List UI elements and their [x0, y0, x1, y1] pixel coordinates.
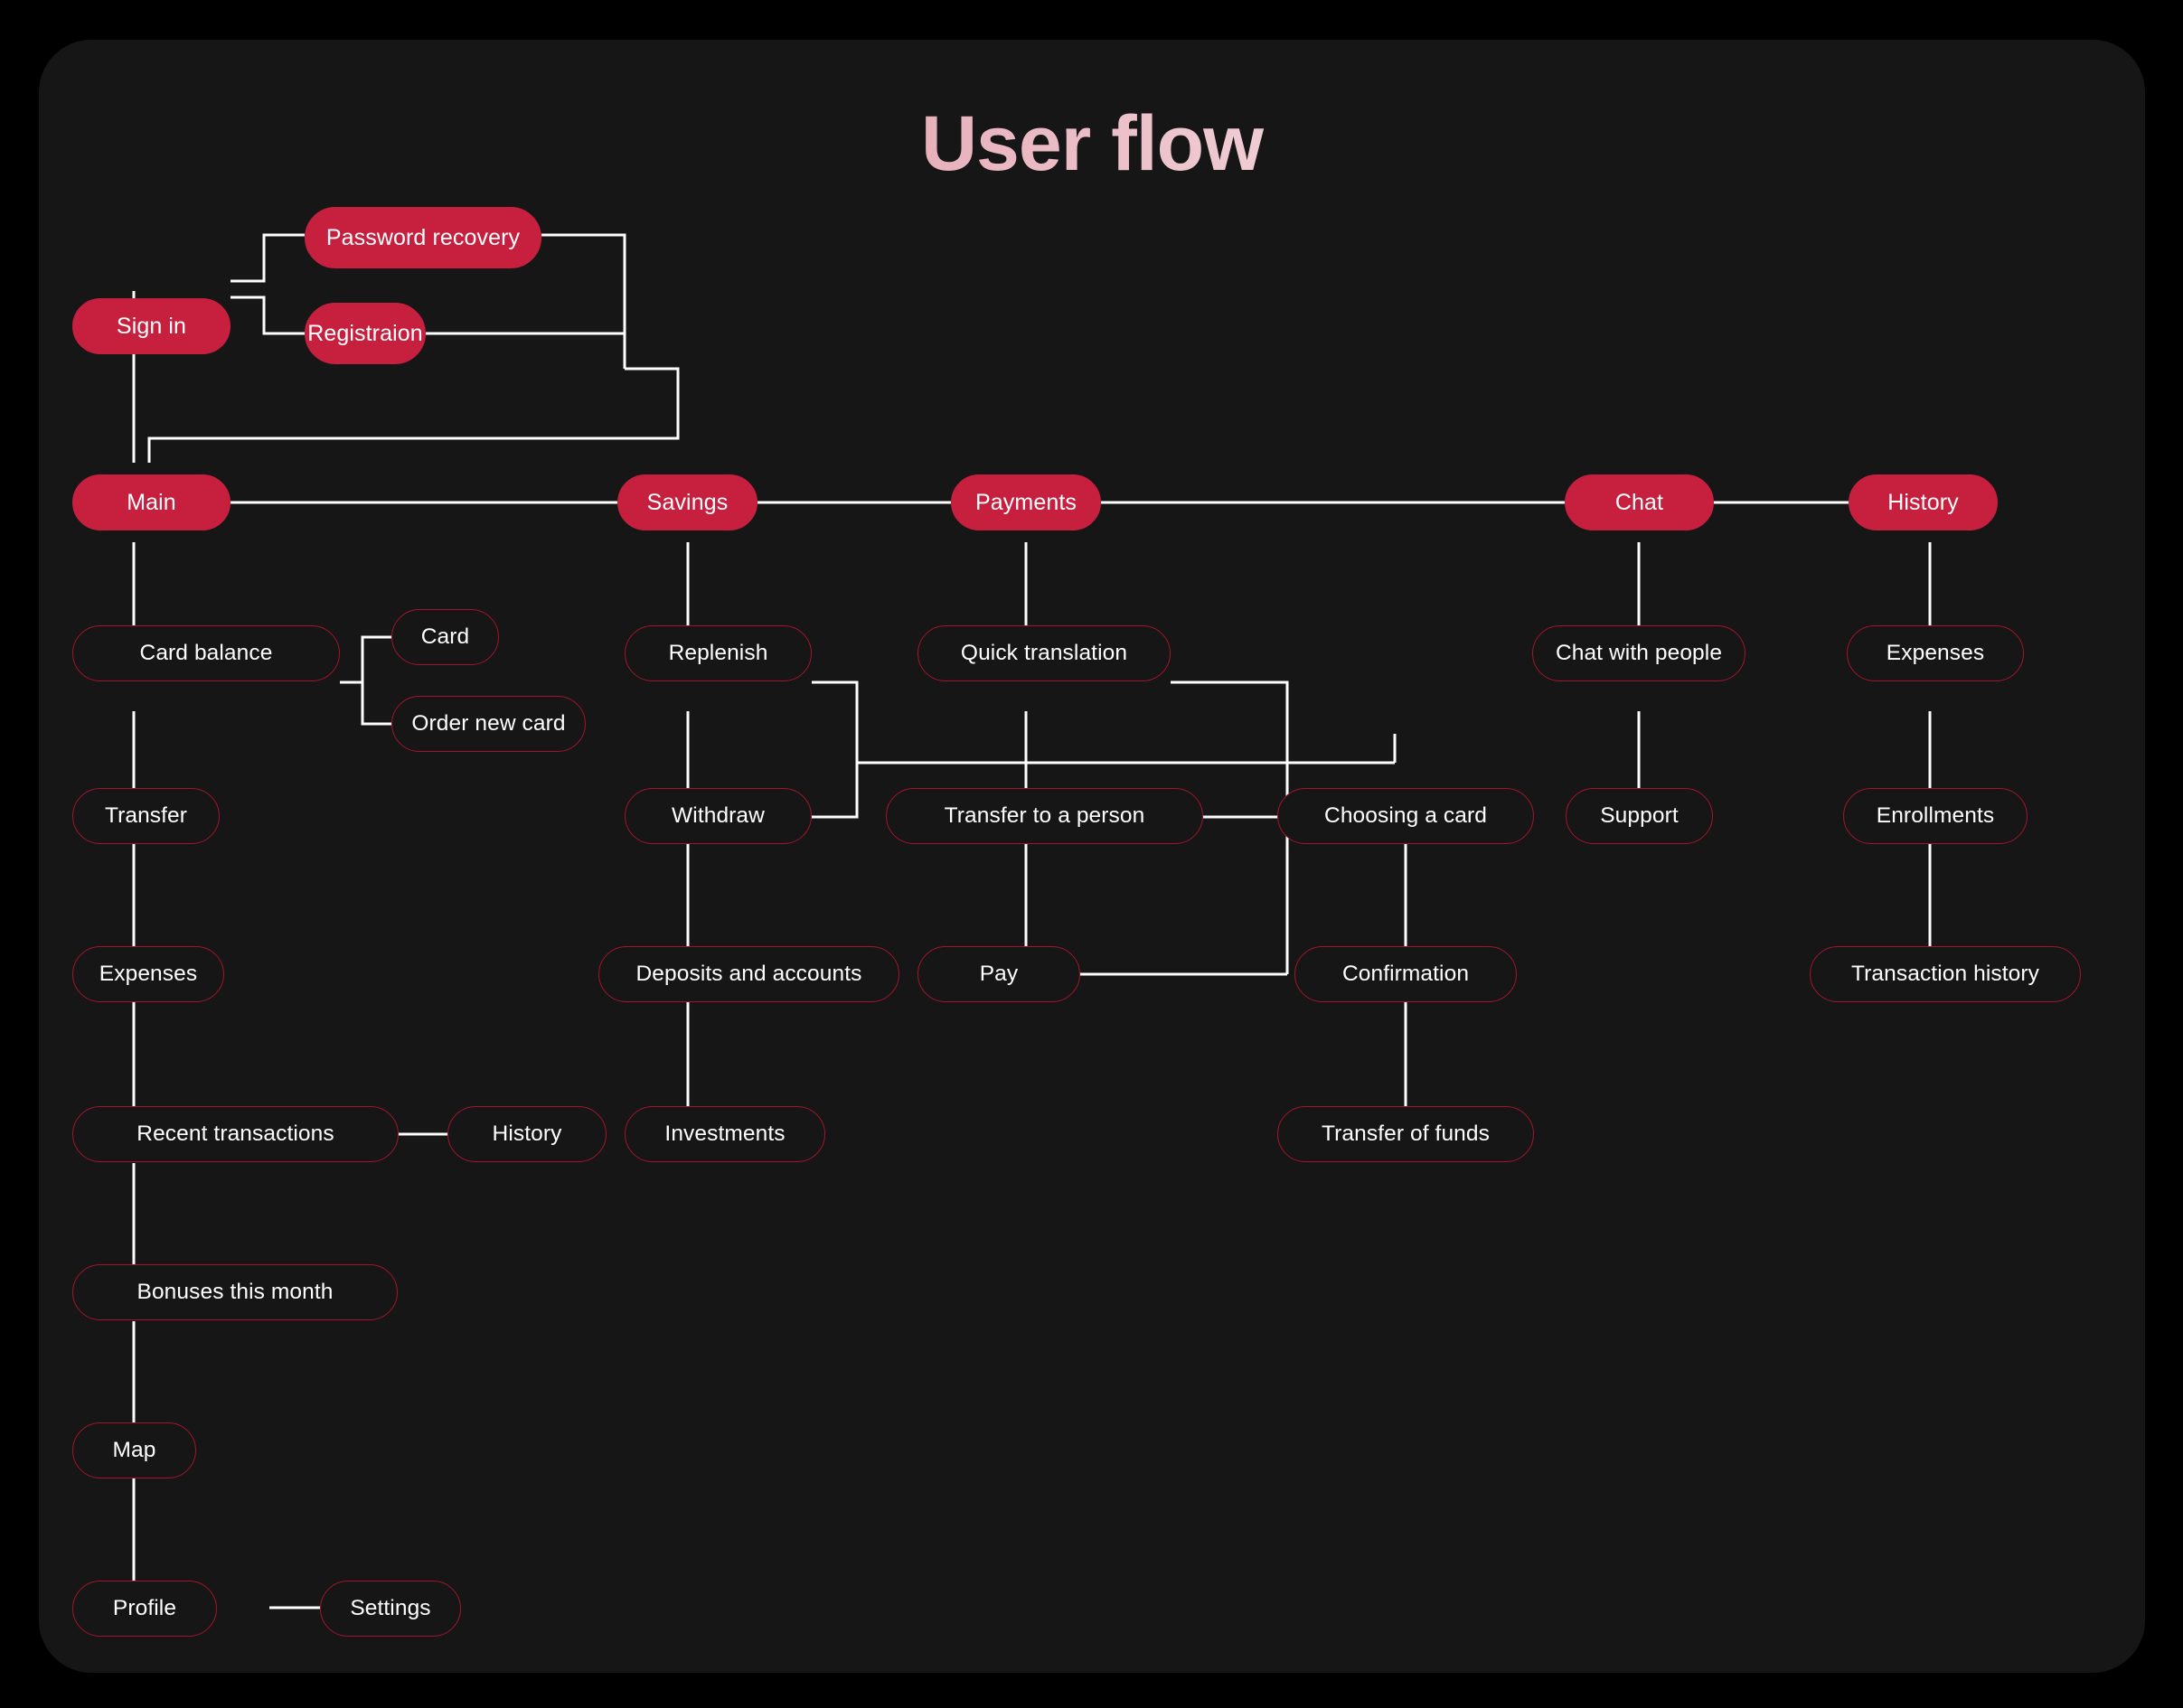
edge-signin-registraion: [231, 296, 305, 335]
node-label: Bonuses this month: [136, 1279, 334, 1304]
node-quick-translation[interactable]: Quick translation: [917, 625, 1171, 681]
edge-password-join: [541, 233, 626, 369]
node-label: Sign in: [116, 313, 187, 339]
node-bonuses-this-month[interactable]: Bonuses this month: [72, 1264, 398, 1320]
node-expenses-main[interactable]: Expenses: [72, 946, 224, 1002]
node-recent-transactions[interactable]: Recent transactions: [72, 1106, 399, 1162]
node-label: Settings: [350, 1595, 431, 1620]
node-settings[interactable]: Settings: [320, 1581, 461, 1637]
node-expenses-history[interactable]: Expenses: [1847, 625, 2024, 681]
node-label: Deposits and accounts: [635, 961, 862, 986]
node-transfer-to-a-person[interactable]: Transfer to a person: [886, 788, 1203, 844]
node-registraion[interactable]: Registraion: [305, 303, 426, 364]
node-label: Choosing a card: [1324, 802, 1487, 828]
node-chat-with-people[interactable]: Chat with people: [1532, 625, 1745, 681]
node-savings[interactable]: Savings: [617, 474, 757, 530]
node-label: Withdraw: [672, 802, 765, 828]
node-label: Replenish: [668, 640, 768, 665]
node-chat[interactable]: Chat: [1565, 474, 1714, 530]
edge-cardbalance-ordernewcard: [361, 682, 391, 726]
node-transfer-of-funds[interactable]: Transfer of funds: [1277, 1106, 1534, 1162]
node-profile[interactable]: Profile: [72, 1581, 217, 1637]
node-label: History: [1887, 489, 1959, 515]
edge-replenish-withdraw-bracket: [812, 680, 859, 819]
node-transfer[interactable]: Transfer: [72, 788, 220, 844]
node-label: Transfer of funds: [1322, 1121, 1490, 1146]
node-label: Registraion: [307, 320, 423, 346]
node-sign-in[interactable]: Sign in: [72, 298, 231, 354]
node-label: Order new card: [411, 710, 566, 736]
edge-quick-to-rail: [1171, 680, 1289, 974]
node-order-new-card[interactable]: Order new card: [391, 696, 586, 752]
node-main[interactable]: Main: [72, 474, 231, 530]
node-label: Transfer to a person: [944, 802, 1145, 828]
node-password-recovery[interactable]: Password recovery: [305, 207, 541, 268]
node-choosing-a-card[interactable]: Choosing a card: [1277, 788, 1534, 844]
node-label: Chat with people: [1555, 640, 1723, 665]
node-transaction-history[interactable]: Transaction history: [1810, 946, 2081, 1002]
edge-signin-password: [231, 233, 305, 283]
node-label: Map: [112, 1437, 156, 1462]
node-label: Card: [420, 624, 470, 649]
node-card[interactable]: Card: [391, 609, 499, 665]
node-enrollments[interactable]: Enrollments: [1843, 788, 2028, 844]
node-label: Chat: [1614, 489, 1664, 515]
edge-cardbalance-card: [340, 635, 391, 684]
edge-auth-to-main: [147, 367, 680, 463]
node-label: Pay: [979, 961, 1019, 986]
node-label: Expenses: [1886, 640, 1985, 665]
node-deposits-and-accounts[interactable]: Deposits and accounts: [598, 946, 899, 1002]
node-label: Main: [127, 489, 176, 515]
node-replenish[interactable]: Replenish: [625, 625, 812, 681]
node-confirmation[interactable]: Confirmation: [1294, 946, 1517, 1002]
node-label: Support: [1600, 802, 1679, 828]
node-label: Profile: [112, 1595, 177, 1620]
node-pay[interactable]: Pay: [917, 946, 1080, 1002]
node-history-top[interactable]: History: [1849, 474, 1998, 530]
connector-layer: [132, 233, 1932, 1609]
node-label: Payments: [975, 489, 1077, 515]
node-label: Expenses: [99, 961, 198, 986]
node-payments[interactable]: Payments: [951, 474, 1101, 530]
node-label: Confirmation: [1341, 961, 1470, 986]
node-support[interactable]: Support: [1566, 788, 1713, 844]
node-label: Transaction history: [1851, 961, 2039, 986]
node-withdraw[interactable]: Withdraw: [625, 788, 812, 844]
page-title: User flow: [39, 99, 2145, 189]
user-flow-panel: User flow: [39, 40, 2145, 1673]
node-map[interactable]: Map: [72, 1422, 196, 1478]
node-label: Quick translation: [960, 640, 1128, 665]
node-label: Investments: [664, 1121, 786, 1146]
node-label: Savings: [646, 489, 729, 515]
node-label: Recent transactions: [136, 1121, 334, 1146]
node-history-side[interactable]: History: [447, 1106, 607, 1162]
node-label: Transfer: [104, 802, 188, 828]
node-card-balance[interactable]: Card balance: [72, 625, 340, 681]
node-investments[interactable]: Investments: [625, 1106, 825, 1162]
node-label: Enrollments: [1876, 802, 1995, 828]
node-label: History: [492, 1121, 562, 1146]
node-label: Card balance: [139, 640, 273, 665]
node-label: Password recovery: [325, 224, 521, 250]
